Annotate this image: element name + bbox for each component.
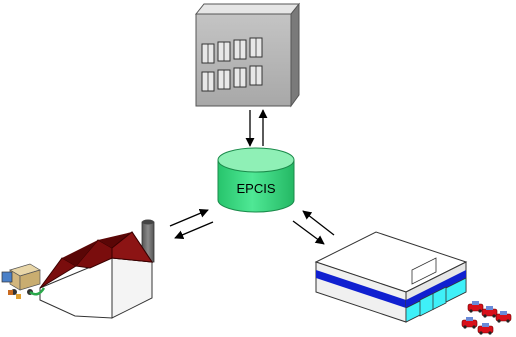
- warehouse-epcis-arrows: [292, 210, 335, 245]
- cars-icon: [461, 301, 512, 335]
- office-epcis-arrows: [245, 109, 268, 147]
- warehouse: [314, 231, 468, 323]
- epcis-label: EPCIS: [236, 181, 275, 196]
- warehouse-band-left: [316, 270, 406, 308]
- warehouse-band-right: [406, 270, 466, 308]
- truck-icon: [1, 263, 46, 299]
- epcis-database: EPCIS: [217, 147, 295, 213]
- office-building: [194, 2, 301, 108]
- factory-epcis-arrows: [169, 208, 214, 240]
- factory: [39, 219, 155, 319]
